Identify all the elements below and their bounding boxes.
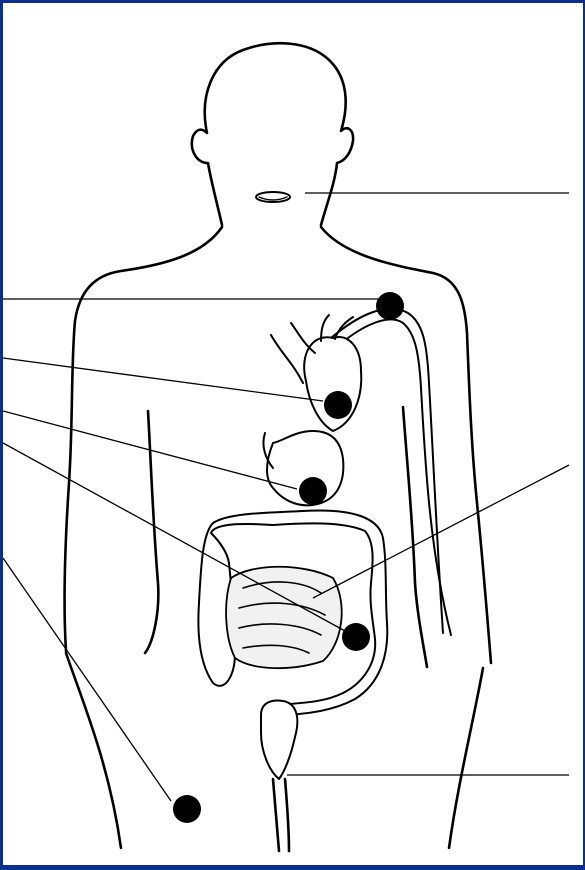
marker-heart xyxy=(324,391,352,419)
leader-small-intestine xyxy=(313,465,569,598)
leader-thigh xyxy=(3,558,171,801)
leader-heart xyxy=(3,358,323,401)
marker-thigh xyxy=(173,795,201,823)
bladder-organ xyxy=(261,701,297,779)
torso-left-lower xyxy=(66,653,121,848)
groin-line xyxy=(273,779,289,851)
leader-stomach xyxy=(3,411,297,489)
marker-shoulder xyxy=(376,292,404,320)
right-arm-line xyxy=(403,407,427,667)
torso-left-outline xyxy=(65,227,222,651)
body-diagram xyxy=(3,3,585,870)
torso-right-lower xyxy=(449,668,483,848)
marker-lower-abdomen xyxy=(342,623,370,651)
marker-stomach xyxy=(299,477,327,505)
left-arm-line xyxy=(145,411,158,653)
